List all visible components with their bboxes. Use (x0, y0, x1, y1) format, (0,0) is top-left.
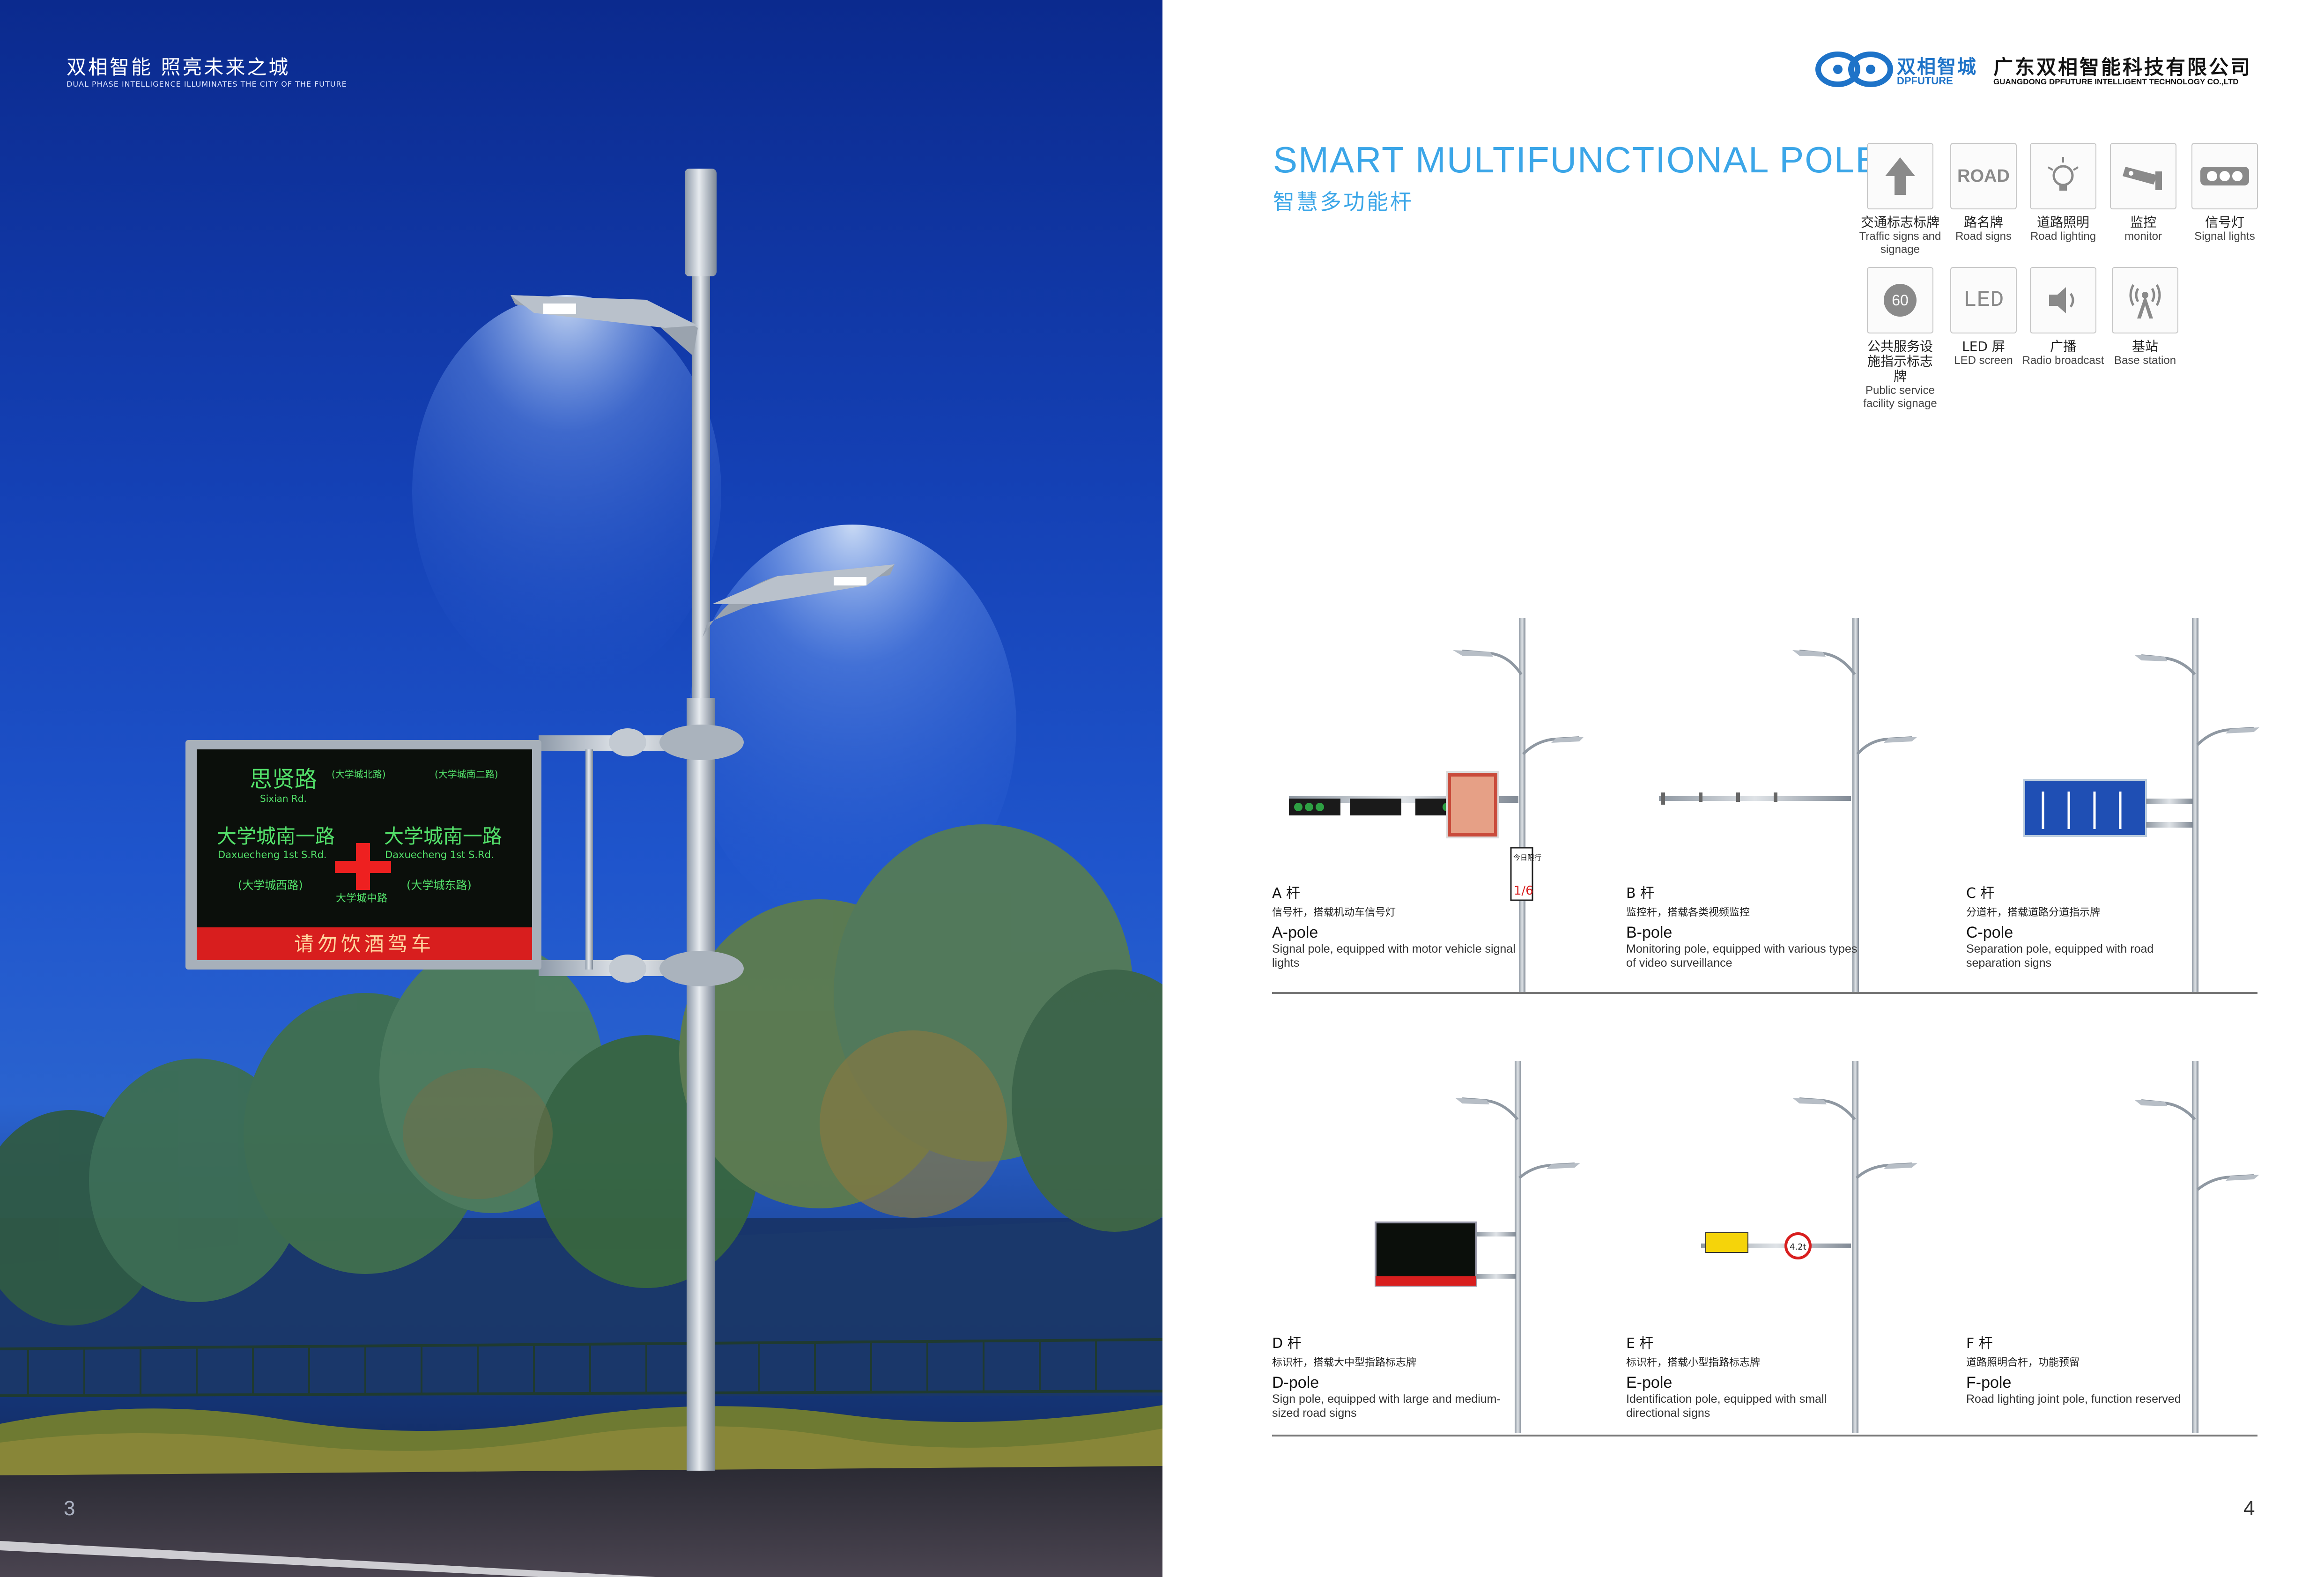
svg-text:请勿饮酒驾车: 请勿饮酒驾车 (294, 933, 435, 955)
svg-text:(大学城北路): (大学城北路) (332, 769, 386, 780)
pole-e-illustration: 4.2t (1701, 1061, 1917, 1433)
pole-illustrations: 今日限行 1/6 (1289, 618, 2259, 1433)
svg-text:Daxuecheng 1st S.Rd.: Daxuecheng 1st S.Rd. (385, 849, 494, 860)
feature-signal-lights: 信号灯 Signal lights (2180, 143, 2269, 243)
feature-road-lighting: 道路照明 Road lighting (2019, 143, 2108, 243)
pole-b-caption: B 杆 监控杆，搭载各类视频监控 B-pole Monitoring pole,… (1626, 885, 1858, 970)
svg-text:大学城中路: 大学城中路 (336, 893, 387, 904)
led-text-icon: LED (1963, 288, 2004, 313)
pole-c-caption: C 杆 分道杆，搭载道路分道指示牌 C-pole Separation pole… (1966, 885, 2154, 970)
svg-text:大学城南一路: 大学城南一路 (384, 825, 502, 848)
pole-e-caption: E 杆 标识杆，搭载小型指路标志牌 E-pole Identification … (1626, 1335, 1827, 1420)
page-subtitle: 智慧多功能杆 (1273, 189, 1414, 215)
left-page-photo: 思贤路 Sixian Rd. (大学城北路) (大学城南二路) 大学城南一路 D… (0, 0, 1162, 1577)
luminaire-bottom (712, 564, 895, 604)
tagline: 双相智能 照亮未来之城 (67, 56, 290, 79)
svg-text:今日限行: 今日限行 (1513, 853, 1541, 862)
pole-a-caption: A 杆 信号杆，搭载机动车信号灯 A-pole Signal pole, equ… (1272, 885, 1516, 970)
fence (0, 1338, 1162, 1397)
feature-monitor: 监控 monitor (2099, 143, 2188, 243)
svg-text:(大学城东路): (大学城东路) (407, 879, 472, 892)
camera-icon (2123, 167, 2162, 190)
svg-text:Sixian Rd.: Sixian Rd. (260, 793, 307, 804)
feature-radio: 广播 Radio broadcast (2019, 267, 2108, 367)
company-name-en: GUANGDONG DPFUTURE INTELLIGENT TECHNOLOG… (1993, 77, 2239, 86)
light-glow (412, 295, 721, 689)
feature-base-station: 基站 Base station (2101, 267, 2190, 367)
brand-name: 双相智城 (1897, 56, 1977, 78)
light-glow (688, 525, 1016, 927)
brand-logo-icon (1815, 52, 1893, 87)
speaker-icon (2049, 287, 2074, 313)
traffic-light-icon (2200, 167, 2249, 185)
page-title: SMART MULTIFUNCTIONAL POLE (1273, 139, 1881, 180)
company-name: 广东双相智能科技有限公司 (1993, 56, 2252, 79)
ground-line-top (1272, 992, 2257, 994)
feature-road-signs: ROAD 路名牌 Road signs (1939, 143, 2028, 243)
svg-text:Daxuecheng 1st S.Rd.: Daxuecheng 1st S.Rd. (218, 849, 327, 860)
speed-limit-icon: 60 (1884, 284, 1917, 317)
feature-traffic-signs: 交通标志标牌 Traffic signs and signage (1856, 143, 1945, 256)
led-sign (197, 749, 532, 927)
night-street-scene: 思贤路 Sixian Rd. (大学城北路) (大学城南二路) 大学城南一路 D… (0, 169, 1162, 1577)
svg-text:1/6: 1/6 (1514, 884, 1533, 898)
ground-line-bottom (1272, 1435, 2257, 1436)
pole-b-illustration (1659, 618, 1917, 993)
pole-top-module (685, 169, 717, 276)
pole-d-caption: D 杆 标识杆，搭载大中型指路标志牌 D-pole Sign pole, equ… (1272, 1335, 1501, 1420)
arrow-up-icon (1885, 157, 1915, 195)
antenna-icon (2129, 284, 2161, 318)
sign-banner (197, 927, 532, 960)
sign-road-name: 思贤路 (250, 766, 317, 792)
feature-led-screen: LED LED 屏 LED screen (1939, 267, 2028, 367)
page-number-right: 4 (2243, 1497, 2255, 1520)
pole-a-illustration: 今日限行 1/6 (1289, 618, 1584, 993)
pole-f-caption: F 杆 道路照明合杆，功能预留 F-pole Road lighting joi… (1966, 1335, 2181, 1406)
svg-text:(大学城西路): (大学城西路) (238, 879, 303, 892)
pole-f-illustration (2134, 1061, 2259, 1433)
svg-text:大学城南一路: 大学城南一路 (217, 825, 335, 848)
luminaire-top (511, 295, 698, 328)
light-bulb-icon (2047, 157, 2079, 191)
page-number-left: 3 (64, 1497, 75, 1520)
brand-name-en: DPFUTURE (1897, 75, 1953, 87)
tagline-en: DUAL PHASE INTELLIGENCE ILLUMINATES THE … (67, 80, 347, 89)
svg-text:(大学城南二路): (大学城南二路) (435, 769, 498, 780)
road-text-icon: ROAD (1957, 166, 2010, 186)
pole-c-illustration (2023, 618, 2259, 993)
pole-d-illustration (1375, 1061, 1580, 1433)
svg-text:4.2t: 4.2t (1790, 1242, 1806, 1252)
feature-public-service: 60 公共服务设施指示标志牌 Public service facility s… (1856, 267, 1945, 410)
main-pole (687, 698, 715, 1471)
road (0, 1466, 1162, 1577)
